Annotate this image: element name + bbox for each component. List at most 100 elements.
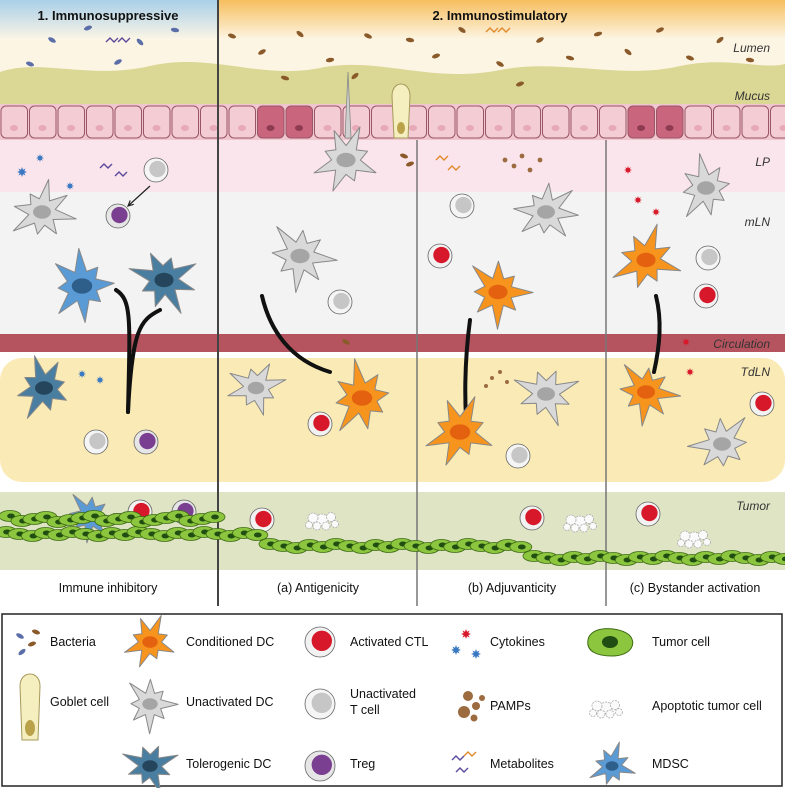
tolerogenic-dc-tdln — [17, 355, 67, 419]
legend-activated-ctl-icon-inner — [311, 630, 332, 651]
legend-treg-icon-inner — [311, 754, 332, 775]
metabolite — [435, 155, 449, 161]
bacterium — [431, 53, 441, 59]
ctl-tdln-a — [307, 411, 333, 437]
legend-label-tolerogenic-dc: Tolerogenic DC — [186, 757, 271, 771]
legend-bacteria-icon — [31, 629, 41, 635]
conditioned-dc-tdln-a-nucleus — [351, 390, 373, 406]
background-layers — [0, 0, 785, 570]
legend-label-tumor-cell: Tumor cell — [652, 635, 710, 649]
legend-tolerogenic-dc-icon-nucleus — [142, 760, 158, 772]
bacterium — [280, 75, 290, 81]
bacterium — [593, 31, 603, 37]
apoptotic-tumor-cell-b-blob — [584, 514, 594, 524]
ctl-tumor-c-inner — [641, 504, 658, 522]
unactivated-dc-lp-a — [313, 126, 377, 192]
legend-conditioned-dc-icon-nucleus — [142, 636, 158, 648]
cells — [0, 25, 785, 566]
metabolite-chain — [497, 27, 511, 33]
bacterium — [656, 27, 664, 33]
epithelial-nucleus — [10, 125, 18, 131]
epithelial-cell — [599, 105, 627, 139]
legend-apoptotic-tumor-cell-icon-blob — [605, 709, 615, 719]
layer-label-lumen: Lumen — [733, 41, 770, 55]
bacterium — [83, 25, 93, 31]
legend-unactivated-t-cell-icon — [304, 688, 336, 720]
unactivated-t-cell-mln-a-inner — [333, 292, 350, 310]
unactivated-t-cell-tdln-b — [505, 443, 531, 469]
unactivated-dc-lp-b-nucleus — [537, 205, 555, 219]
unactivated-dc-mln-nucleus — [33, 205, 51, 219]
bacterium — [496, 61, 504, 67]
bacterium — [745, 57, 755, 63]
tumor-cell-nucleus — [211, 514, 219, 520]
unactivated-dc-tdln-b — [513, 370, 580, 427]
layer-label-circulation: Circulation — [713, 337, 770, 351]
header-immunosuppressive: 1. Immunosuppressive — [38, 8, 179, 23]
legend-tumor-cell-icon — [587, 628, 634, 657]
bacterium — [136, 38, 144, 46]
epithelial-cell — [684, 105, 712, 139]
legend-metabolites-icon — [451, 755, 465, 761]
epithelial-nucleus — [779, 125, 785, 131]
unactivated-dc-lp-b — [513, 182, 579, 237]
bacterium — [351, 72, 359, 80]
tumor-cell-nucleus — [175, 513, 183, 519]
legend-label-apoptotic-tumor-cell: Apoptotic tumor cell — [652, 699, 762, 713]
epithelial-cell — [86, 105, 114, 139]
bacterium — [227, 33, 237, 39]
apoptotic-tumor-cell-c — [677, 530, 711, 549]
pamp — [484, 384, 488, 388]
sweep-arrow-b — [463, 318, 472, 420]
tumor-cell-nucleus — [7, 513, 15, 519]
header-immunostimulatory: 2. Immunostimulatory — [432, 8, 568, 23]
layer-label-tumor: Tumor — [736, 499, 771, 513]
unactivated-dc-tdln-c — [687, 417, 747, 467]
legend-tumor-cell-nucleus — [602, 636, 618, 648]
ctl-mln-b-inner — [433, 246, 450, 264]
legend-label-cytokines: Cytokines — [490, 635, 545, 649]
apoptotic-tumor-cell-a-blob — [307, 512, 319, 524]
apoptotic-tumor-cell-c-blob — [684, 539, 694, 549]
epithelial-cell — [713, 105, 741, 139]
pamp — [519, 153, 525, 159]
epithelial-cell — [57, 105, 85, 139]
conditioned-dc-tdln-a — [335, 358, 390, 432]
panel-dividers — [217, 0, 607, 606]
cytokine-blue — [17, 167, 27, 177]
legend-unactivated-t-cell-icon-inner — [311, 692, 332, 713]
bacterium — [565, 55, 575, 61]
unactivated-t-cell-tdln-inner — [89, 432, 106, 450]
tumor-cell-nucleus — [781, 556, 785, 562]
legend-unactivated-dc-icon-nucleus — [142, 698, 158, 710]
conditioned-dc-mln-b-nucleus — [488, 284, 508, 300]
legend-mdsc-icon — [589, 741, 636, 785]
circulation-band — [0, 334, 785, 352]
legend-label-mdsc: MDSC — [652, 757, 689, 771]
legend-unactivated-dc-icon — [129, 678, 179, 735]
legend-apoptotic-tumor-cell-icon-blob — [610, 700, 620, 710]
legend-apoptotic-tumor-cell-icon-blob — [589, 709, 597, 717]
bacterium — [405, 37, 415, 43]
epithelial-nucleus — [523, 125, 531, 131]
ctl-mln-b — [427, 243, 453, 269]
treg-lp-inner — [111, 206, 128, 224]
legend-metabolites-icon — [463, 751, 477, 757]
layer-label-tdln: TdLN — [741, 365, 771, 379]
goblet-cell-nucleus — [397, 122, 405, 134]
ctl-tumor-b-inner — [525, 508, 542, 526]
epithelial-nucleus — [38, 125, 47, 131]
epithelial-cell — [542, 105, 570, 139]
pamp — [537, 157, 543, 163]
unactivated-t-cell-lp-inner — [149, 160, 166, 178]
legend-label-unactivated-dc: Unactivated DC — [186, 695, 274, 709]
epithelial-nucleus — [124, 125, 132, 131]
epithelial-cell — [114, 105, 142, 139]
apoptotic-tumor-cell-b-blob — [589, 522, 597, 530]
bacterium — [399, 153, 409, 159]
bacterium — [458, 27, 466, 33]
epithelial-cell — [285, 105, 313, 139]
pamp — [498, 370, 502, 374]
tumor-cell — [509, 541, 533, 553]
metabolite — [447, 165, 461, 171]
